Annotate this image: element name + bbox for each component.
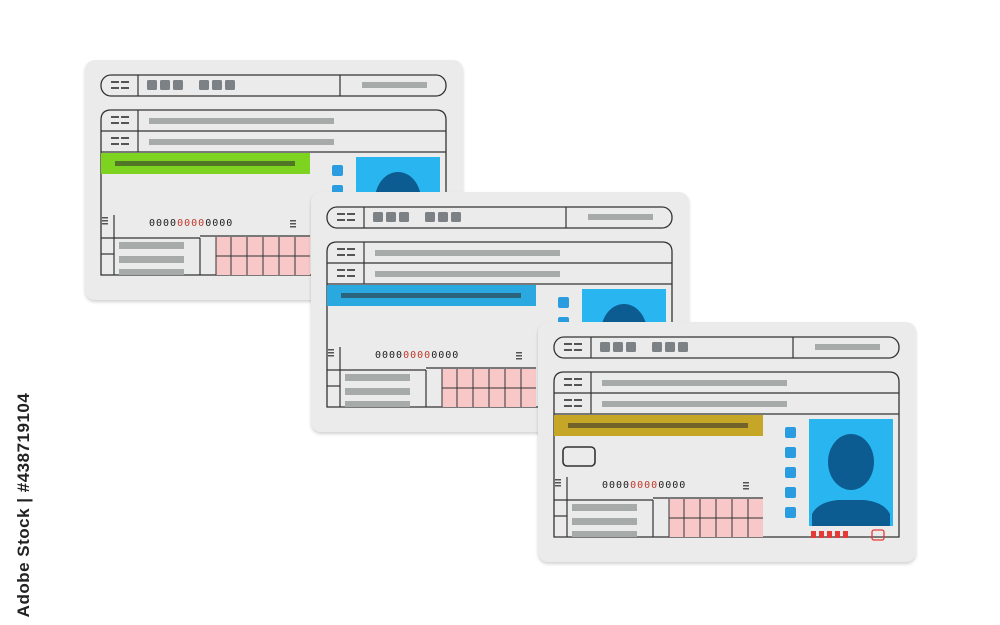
- card-gold: 000000000000: [538, 322, 916, 562]
- chip-outline: [562, 446, 596, 467]
- red-marks: [811, 529, 885, 541]
- card-graphic: 000000000000: [553, 336, 900, 541]
- svg-text:000000000000: 000000000000: [602, 480, 686, 491]
- svg-text:000000000000: 000000000000: [149, 218, 233, 229]
- stock-id-label: Adobe Stock | #438719104: [14, 392, 33, 618]
- svg-text:000000000000: 000000000000: [375, 350, 459, 361]
- stock-watermark: Adobe Stock | #438719104: [14, 390, 34, 620]
